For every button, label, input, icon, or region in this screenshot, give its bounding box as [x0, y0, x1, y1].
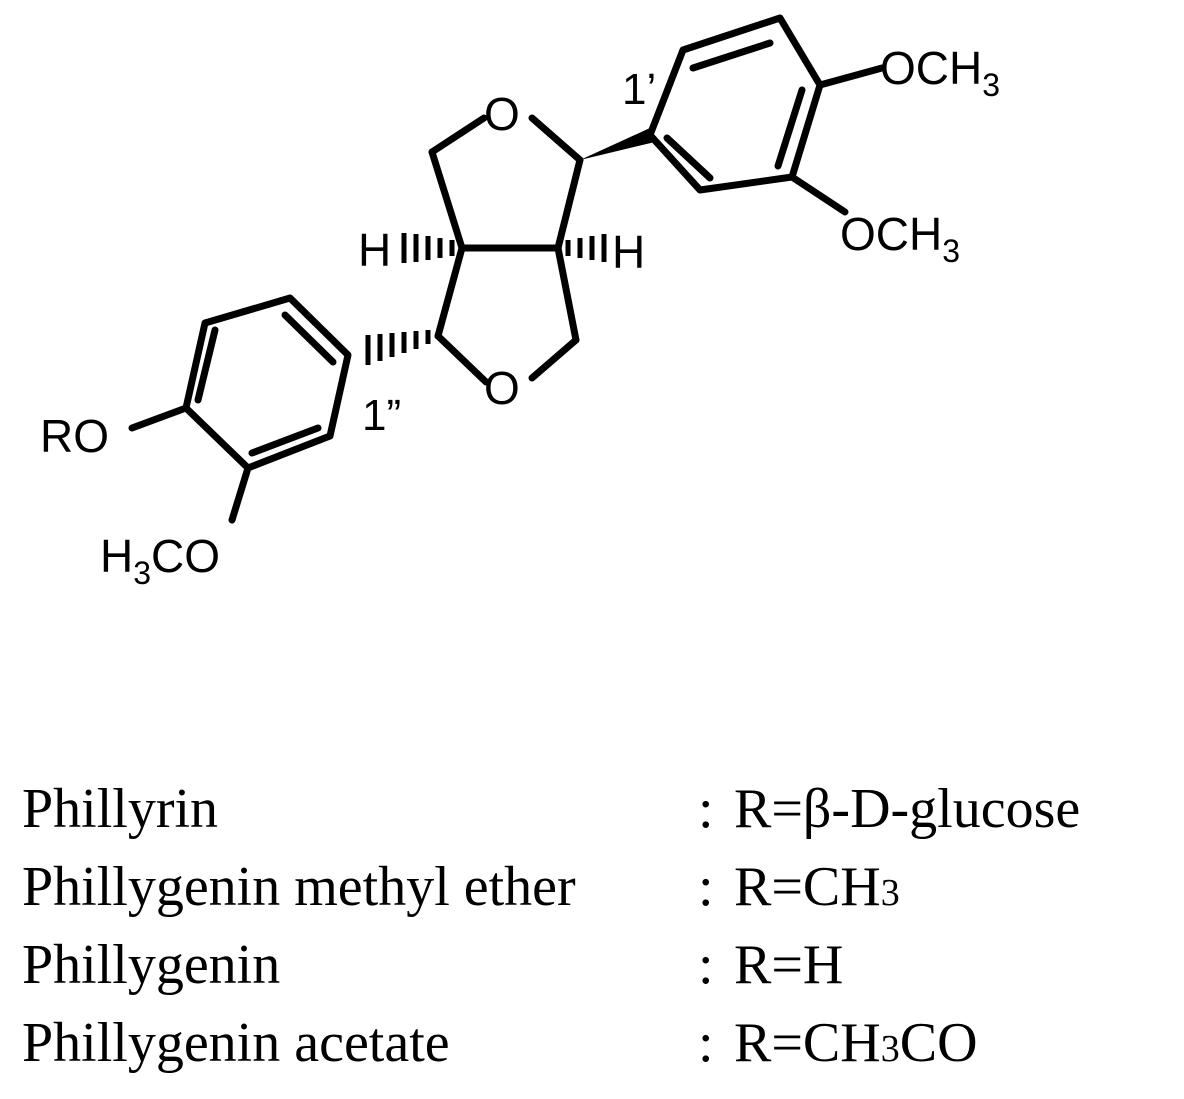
compound-name: Phillygenin methyl ether: [22, 856, 576, 918]
hydrogen-left-label: H: [358, 224, 391, 276]
r-group-value: R=H: [734, 934, 844, 996]
separator: :: [698, 778, 714, 840]
hash-bond-left-h: [401, 233, 455, 263]
furofuran-core: [428, 114, 584, 386]
compound-name: Phillyrin: [22, 778, 219, 840]
separator: :: [698, 934, 714, 996]
lower-ring-substituent-bonds: [128, 404, 252, 524]
chemical-structure: O O H H OCH3 OCH3 H3CO RO 1’ 1”: [40, 14, 1000, 591]
upper-aryl-ring: [646, 14, 824, 194]
methoxy-top-label: OCH3: [880, 42, 1000, 103]
locant-1-double-prime: 1”: [362, 391, 401, 440]
hash-bond-lower-aryl: [365, 330, 431, 365]
locant-1-prime: 1’: [622, 65, 656, 114]
r-group-value: R=CH3CO: [734, 1012, 978, 1074]
r-group-value: R=β-D-glucose: [734, 778, 1081, 840]
compound-name: Phillygenin: [22, 934, 281, 996]
ro-substituent-label: RO: [40, 410, 109, 462]
hash-bond-right-h: [565, 234, 607, 262]
ring-oxygen-bottom: O: [484, 362, 520, 414]
r-group-value: R=CH3: [734, 856, 900, 918]
separator: :: [698, 1012, 714, 1074]
wedge-bond: [580, 128, 655, 160]
methoxy-bottom-label: H3CO: [100, 530, 220, 591]
lower-aryl-ring: [182, 294, 352, 472]
hydrogen-right-label: H: [612, 226, 645, 278]
upper-ring-substituent-bonds: [788, 64, 886, 216]
methoxy-right-label: OCH3: [840, 208, 960, 269]
separator: :: [698, 856, 714, 918]
ring-oxygen-top: O: [484, 88, 520, 140]
compound-name: Phillygenin acetate: [22, 1012, 450, 1074]
